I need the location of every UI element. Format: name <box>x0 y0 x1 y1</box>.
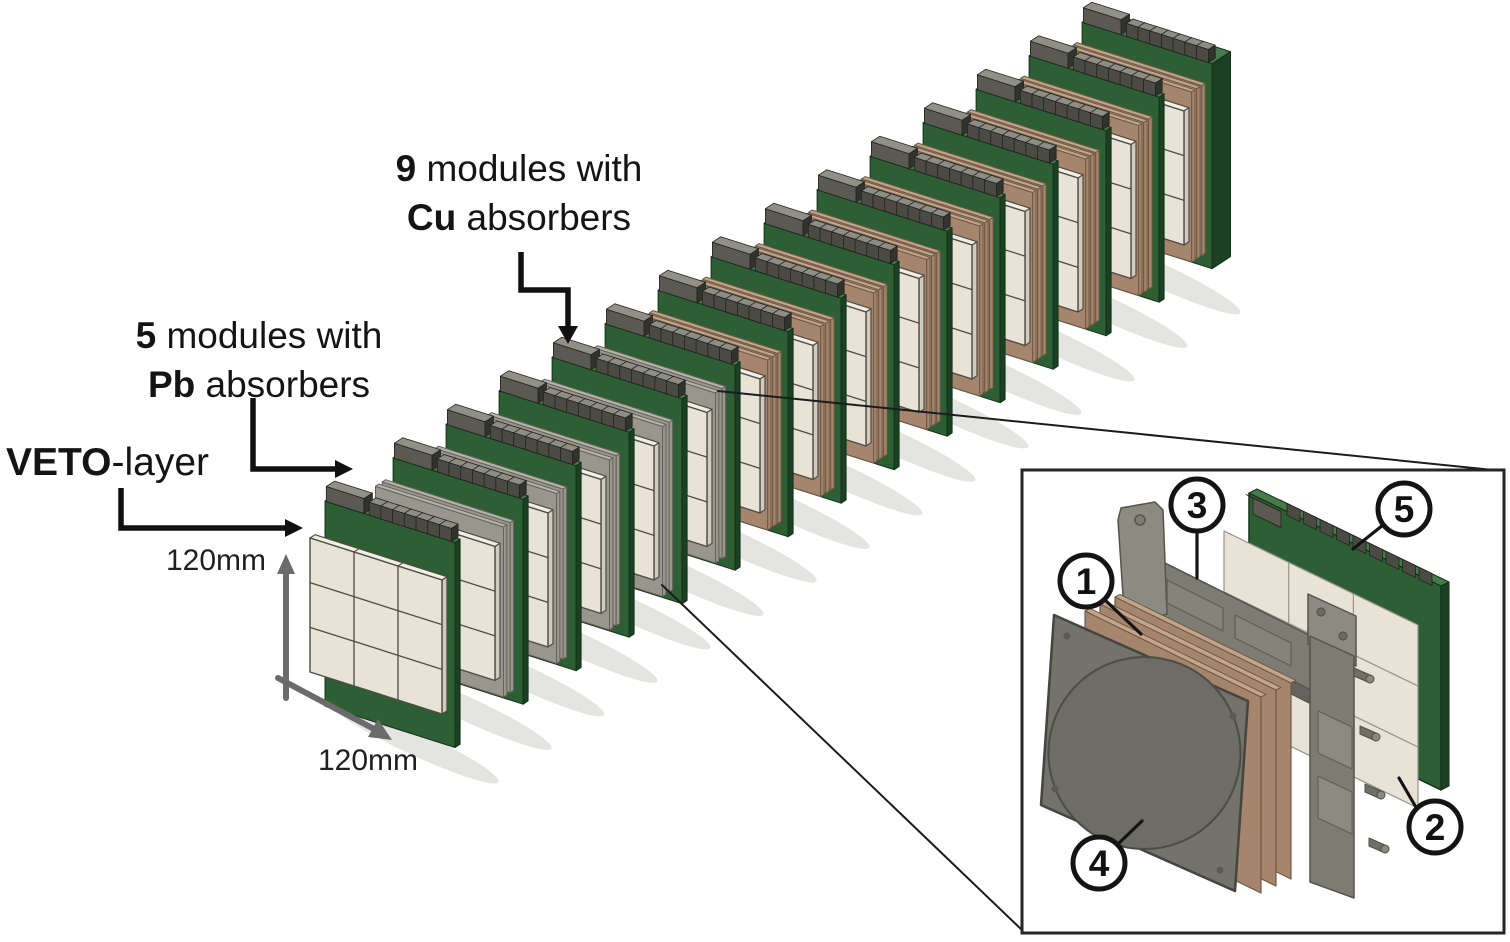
callout-number-3: 3 <box>1187 485 1208 526</box>
cu-element: Cu <box>406 197 457 238</box>
width-dimension-arrow <box>275 675 392 740</box>
width-dimension-label: 120mm <box>318 744 419 777</box>
inset-box: 1 2 3 4 5 <box>1020 468 1506 935</box>
sipm-connector-row <box>553 336 686 398</box>
annotation-arrows <box>118 252 578 537</box>
pb-count: 5 <box>135 315 157 356</box>
sipm-connector-row <box>765 202 898 264</box>
height-dimension-label: 120mm <box>166 544 267 577</box>
height-dimension-arrow <box>277 554 295 701</box>
callout-1: 1 <box>1057 552 1143 636</box>
callout-3: 3 <box>1168 476 1226 580</box>
veto-layer-label: VETO-layer <box>6 441 210 484</box>
cu-label-line2: Cu absorbers <box>406 197 632 238</box>
main-assembly <box>309 1 1241 784</box>
cu-count: 9 <box>395 148 417 189</box>
pb-label-line2: Pb absorbers <box>147 364 371 405</box>
sipm-connector-row <box>1083 1 1216 63</box>
cu-modules-label: 9 modules with Cu absorbers <box>330 144 708 242</box>
veto-word: VETO <box>6 441 112 484</box>
inset-connector-lines <box>661 390 1504 932</box>
sipm-connector-row <box>924 102 1057 164</box>
inset-front-plate <box>1039 613 1250 893</box>
dimension-arrows <box>275 554 392 740</box>
callout-number-4: 4 <box>1089 843 1110 884</box>
inset-callouts: 1 2 3 4 5 <box>1057 476 1464 892</box>
sipm-connector-row <box>325 480 459 542</box>
sipm-connector-row <box>712 236 845 298</box>
cu-arrow <box>518 252 578 344</box>
callout-number-2: 2 <box>1425 807 1446 848</box>
callout-number-5: 5 <box>1394 489 1415 530</box>
inset-module: 1 2 3 4 5 <box>1039 476 1464 899</box>
scintillator-block <box>309 534 448 715</box>
callout-2: 2 <box>1397 776 1464 856</box>
callout-5: 5 <box>1351 480 1433 551</box>
callout-number-1: 1 <box>1076 561 1097 602</box>
callout-4: 4 <box>1070 819 1144 892</box>
inset-vertical-bracket <box>1309 635 1390 899</box>
cu-label-line1: 9 modules with <box>395 148 643 189</box>
pb-label-line1: 5 modules with <box>135 315 383 356</box>
sipm-connector-row <box>393 437 527 499</box>
sipm-connector-row <box>659 269 792 331</box>
sipm-connector-row <box>606 303 739 365</box>
sipm-connector-row <box>1030 35 1163 97</box>
sipm-connector-row <box>871 135 1004 197</box>
sipm-connector-row <box>818 169 951 231</box>
pb-arrow <box>250 398 353 478</box>
sipm-connector-row <box>977 68 1110 130</box>
veto-arrow <box>118 488 303 537</box>
pb-modules-label: 5 modules with Pb absorbers <box>70 311 448 409</box>
sipm-connector-row <box>499 370 633 432</box>
sipm-connector-row <box>446 403 580 465</box>
module-1-veto <box>309 480 499 784</box>
pb-element: Pb <box>147 364 196 405</box>
